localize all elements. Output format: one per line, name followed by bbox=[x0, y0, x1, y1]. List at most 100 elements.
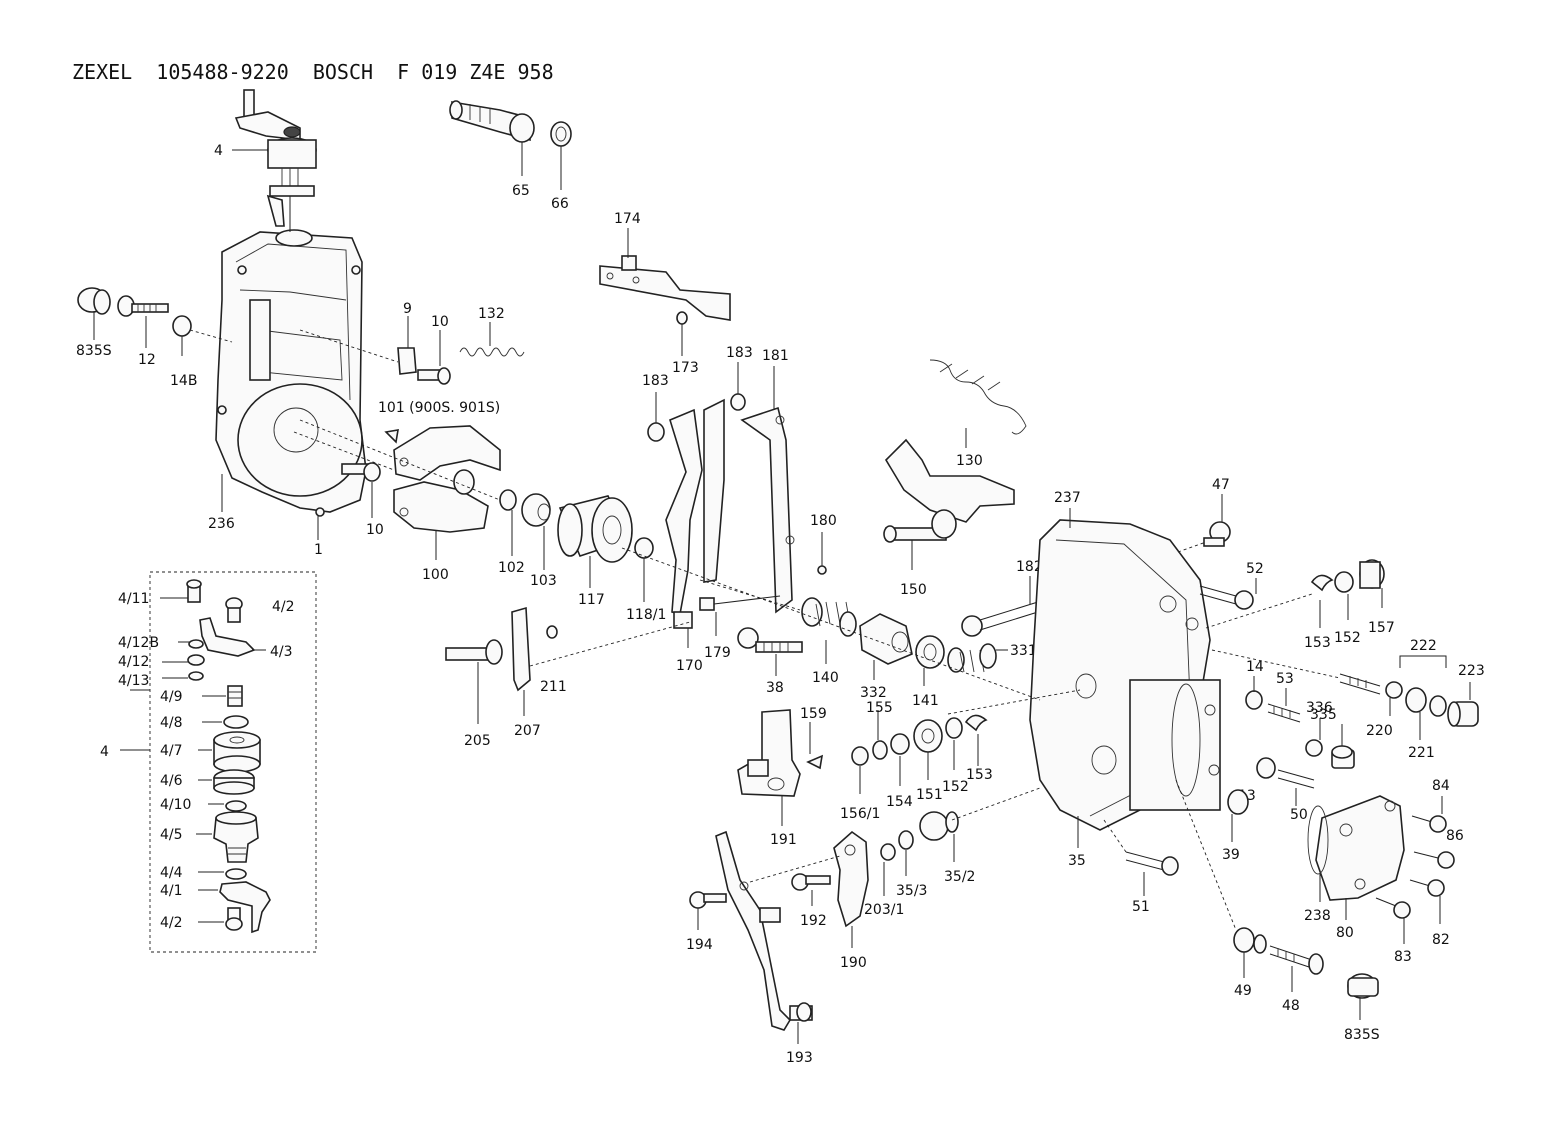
label-4-7: 4/7 bbox=[160, 743, 183, 759]
part-80-cover bbox=[1315, 795, 1405, 901]
label-182: 182 bbox=[1016, 559, 1043, 575]
label-14B: 14B bbox=[170, 373, 197, 389]
label-101: 101 (900S. 901S) bbox=[378, 400, 500, 416]
label-39: 39 bbox=[1222, 847, 1240, 863]
part-83-bolt bbox=[1375, 897, 1411, 919]
label-332: 332 bbox=[860, 685, 887, 701]
label-179: 179 bbox=[704, 645, 731, 661]
label-153-b: 153 bbox=[966, 767, 993, 783]
part-191-block bbox=[737, 709, 801, 797]
part-153-a bbox=[1310, 574, 1334, 592]
label-4-left: 4 bbox=[100, 744, 109, 760]
part-153-b bbox=[964, 714, 988, 732]
part-4-3 bbox=[199, 617, 256, 657]
part-835S-left bbox=[77, 287, 111, 315]
part-4-12B bbox=[188, 639, 204, 649]
label-192: 192 bbox=[800, 913, 827, 929]
label-180: 180 bbox=[810, 513, 837, 529]
part-336 bbox=[1305, 739, 1323, 757]
part-130-spring bbox=[929, 359, 1027, 435]
part-52-screw bbox=[1199, 585, 1254, 610]
label-12: 12 bbox=[138, 352, 156, 368]
label-174: 174 bbox=[614, 211, 641, 227]
part-173 bbox=[676, 311, 688, 325]
part-157 bbox=[1359, 559, 1385, 589]
part-211 bbox=[546, 625, 558, 639]
label-10-b: 10 bbox=[366, 522, 384, 538]
part-48-screw bbox=[1269, 945, 1324, 975]
label-4-10: 4/10 bbox=[160, 797, 191, 813]
part-38-bolt bbox=[737, 627, 803, 653]
label-835S-b: 835S bbox=[1344, 1027, 1380, 1043]
part-4-7 bbox=[213, 731, 261, 773]
label-336: 336 bbox=[1306, 700, 1333, 716]
diagram-title: ZEXEL 105488-9220 BOSCH F 019 Z4E 958 bbox=[72, 60, 554, 84]
label-118-1: 118/1 bbox=[626, 607, 666, 623]
part-205-shaft bbox=[445, 639, 503, 665]
part-190-lever bbox=[833, 830, 869, 928]
label-191: 191 bbox=[770, 832, 797, 848]
label-38: 38 bbox=[766, 680, 784, 696]
part-156-1 bbox=[851, 746, 869, 766]
label-9: 9 bbox=[403, 301, 412, 317]
part-4-10 bbox=[225, 800, 247, 812]
label-80: 80 bbox=[1336, 925, 1354, 941]
label-190: 190 bbox=[840, 955, 867, 971]
part-4-8 bbox=[223, 715, 249, 729]
part-238-gasket bbox=[1307, 805, 1329, 875]
label-52: 52 bbox=[1246, 561, 1264, 577]
label-236: 236 bbox=[208, 516, 235, 532]
label-140: 140 bbox=[812, 670, 839, 686]
part-174-lever bbox=[599, 255, 731, 321]
part-12-bolt bbox=[117, 295, 169, 317]
part-9 bbox=[397, 347, 417, 375]
part-39 bbox=[1227, 789, 1249, 815]
label-4-3: 4/3 bbox=[270, 644, 293, 660]
part-4-9 bbox=[227, 685, 243, 707]
label-66: 66 bbox=[551, 196, 569, 212]
label-82: 82 bbox=[1432, 932, 1450, 948]
label-102: 102 bbox=[498, 560, 525, 576]
label-47: 47 bbox=[1212, 477, 1230, 493]
part-4-6 bbox=[213, 769, 255, 795]
label-4-4: 4/4 bbox=[160, 865, 183, 881]
part-14 bbox=[1245, 690, 1263, 710]
part-118-1 bbox=[634, 537, 654, 559]
part-4-1 bbox=[219, 881, 271, 934]
part-332-nut bbox=[859, 613, 913, 665]
label-49: 49 bbox=[1234, 983, 1252, 999]
label-35-2: 35/2 bbox=[944, 869, 975, 885]
label-155: 155 bbox=[866, 700, 893, 716]
label-4-2-b: 4/2 bbox=[160, 915, 183, 931]
label-193: 193 bbox=[786, 1050, 813, 1066]
label-156-1: 156/1 bbox=[840, 806, 880, 822]
label-159: 159 bbox=[800, 706, 827, 722]
label-4-12B: 4/12B bbox=[118, 635, 159, 651]
label-4-top: 4 bbox=[214, 143, 223, 159]
label-835S-a: 835S bbox=[76, 343, 112, 359]
part-4-top-assembly bbox=[234, 89, 317, 236]
label-4-9: 4/9 bbox=[160, 689, 183, 705]
part-140-spring bbox=[801, 597, 857, 637]
label-141: 141 bbox=[912, 693, 939, 709]
part-50-screw bbox=[1277, 769, 1315, 789]
part-66 bbox=[550, 121, 572, 147]
label-150: 150 bbox=[900, 582, 927, 598]
part-150-lever-shaft bbox=[883, 438, 1015, 543]
part-4-2-top bbox=[225, 597, 243, 623]
part-181-link bbox=[740, 406, 795, 614]
part-100-flyweight bbox=[393, 425, 501, 533]
label-35: 35 bbox=[1068, 853, 1086, 869]
label-51: 51 bbox=[1132, 899, 1150, 915]
label-331: 331 bbox=[1010, 643, 1037, 659]
label-132: 132 bbox=[478, 306, 505, 322]
part-117-sleeve bbox=[557, 495, 633, 563]
part-151 bbox=[913, 719, 943, 753]
part-141 bbox=[915, 635, 945, 669]
part-13 bbox=[1256, 757, 1276, 779]
label-4-6: 4/6 bbox=[160, 773, 183, 789]
label-207: 207 bbox=[514, 723, 541, 739]
label-1: 1 bbox=[314, 542, 323, 558]
